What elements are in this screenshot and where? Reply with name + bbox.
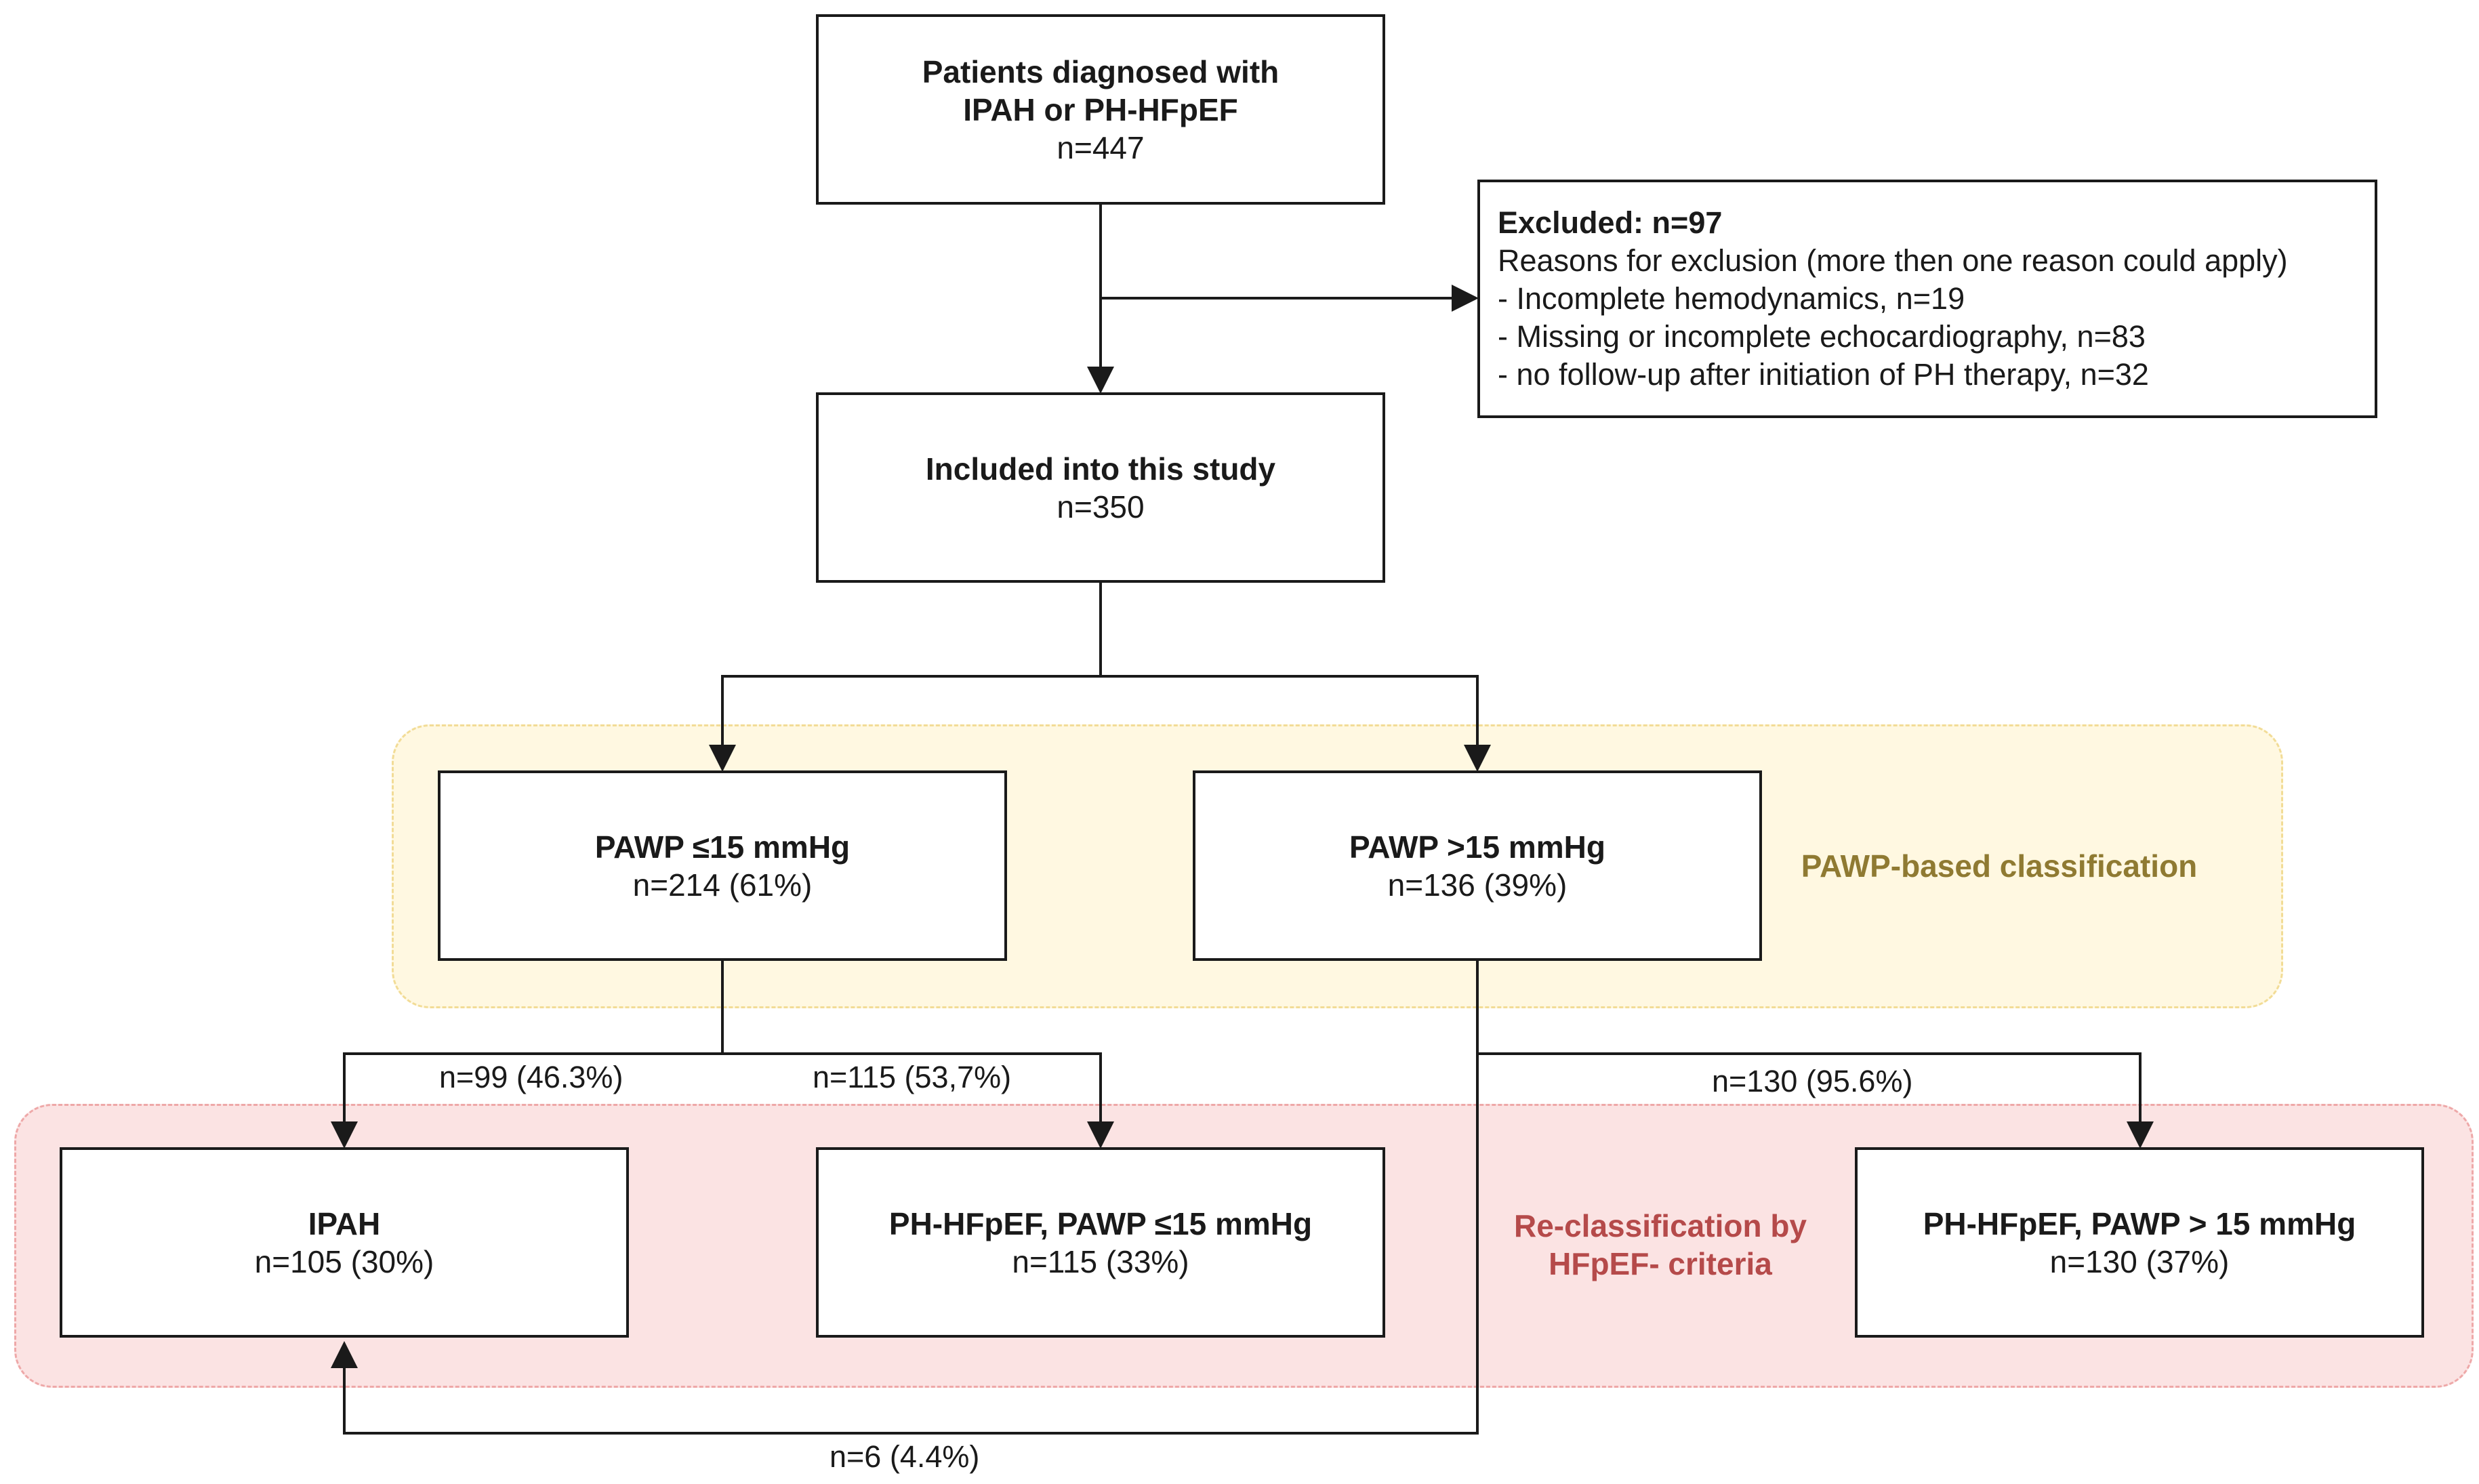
reclass-label-line1: Re-classification by (1513, 1208, 1807, 1243)
hfpef-low-title: PH-HFpEF, PAWP ≤15 mmHg (888, 1205, 1313, 1241)
pawp-region-label: PAWP-based classification (1801, 848, 2198, 884)
connector-to-pawp-low (709, 675, 1101, 772)
included-count: n=350 (1057, 489, 1145, 524)
hfpef-high-box: PH-HFpEF, PAWP > 15 mmHg n=130 (37%) (1855, 1147, 2424, 1338)
exclusion-reason: - Incomplete hemodynamics, n=19 (1498, 281, 1965, 316)
diagnosed-count: n=447 (1057, 129, 1145, 165)
ipah-count: n=105 (30%) (254, 1243, 434, 1279)
exclusion-reasons-header: Reasons for exclusion (more then one rea… (1498, 243, 2288, 278)
pawp-low-count: n=214 (61%) (632, 867, 813, 903)
hfpef-high-count: n=130 (37%) (2049, 1243, 2230, 1279)
exclusion-reason: - no follow-up after initiation of PH th… (1498, 357, 2149, 392)
excluded-title: Excluded: n=97 (1498, 205, 1723, 240)
connector-to-pawp-high (1101, 675, 1491, 772)
flow-label-high-to-ipah: n=6 (4.4%) (829, 1439, 980, 1474)
ipah-title: IPAH (308, 1205, 381, 1241)
connector-high-to-hfpef (1476, 960, 2154, 1149)
pawp-low-title: PAWP ≤15 mmHg (594, 829, 851, 865)
reclass-region-label: Re-classification by HFpEF- criteria (1471, 1207, 1850, 1283)
reclass-label-line2: HFpEF- criteria (1549, 1246, 1772, 1281)
exclusion-reason: - Missing or incomplete echocardiography… (1498, 319, 2146, 354)
hfpef-low-count: n=115 (33%) (1012, 1243, 1189, 1279)
connector-low-to-hfpef (722, 1052, 1114, 1149)
included-box: Included into this study n=350 (816, 392, 1385, 583)
hfpef-low-box: PH-HFpEF, PAWP ≤15 mmHg n=115 (33%) (816, 1147, 1385, 1338)
included-title: Included into this study (925, 451, 1276, 487)
pawp-high-count: n=136 (39%) (1387, 867, 1568, 903)
diagnosed-title-line2: IPAH or PH-HFpEF (963, 91, 1238, 127)
diagnosed-title: Patients diagnosed with (922, 54, 1279, 89)
connector-low-to-ipah (331, 1052, 722, 1149)
pawp-high-box: PAWP >15 mmHg n=136 (39%) (1193, 770, 1762, 961)
flow-label-low-to-ipah: n=99 (46.3%) (439, 1060, 623, 1094)
hfpef-high-title: PH-HFpEF, PAWP > 15 mmHg (1923, 1205, 2356, 1241)
diagnosed-patients-box: Patients diagnosed with IPAH or PH-HFpEF… (816, 14, 1385, 205)
connector-high-to-ipah (331, 1054, 1479, 1435)
pawp-high-title: PAWP >15 mmHg (1349, 829, 1605, 865)
excluded-box: Excluded: n=97 Reasons for exclusion (mo… (1477, 180, 2377, 418)
flow-label-high-to-hfpef: n=130 (95.6%) (1712, 1064, 1913, 1098)
flow-label-low-to-hfpef: n=115 (53,7%) (813, 1060, 1012, 1094)
pawp-low-box: PAWP ≤15 mmHg n=214 (61%) (438, 770, 1007, 961)
ipah-box: IPAH n=105 (30%) (60, 1147, 629, 1338)
